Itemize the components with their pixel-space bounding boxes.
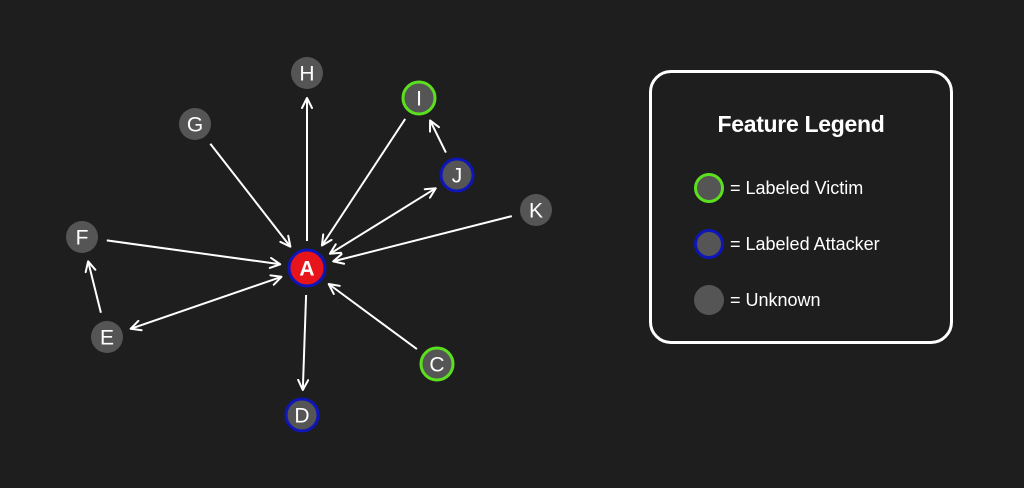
node-label-i: I: [416, 88, 422, 111]
edge-f-a: [106, 239, 282, 269]
node-circle-a: [287, 248, 327, 288]
node-g: G: [179, 108, 211, 140]
node-circle-g: [179, 108, 211, 140]
node-circle-h: [291, 57, 323, 89]
node-label-g: G: [187, 114, 203, 137]
attacker-swatch: [694, 229, 724, 259]
network-graph: A H I G J K F E C D: [66, 57, 552, 433]
legend-title: Feature Legend: [717, 111, 885, 137]
edge-a-d: [297, 294, 310, 391]
edge-i-a: [320, 118, 407, 247]
victim-swatch: [694, 173, 724, 203]
unknown-swatch: [694, 285, 724, 315]
edges-layer: [84, 97, 513, 391]
edge-e-f: [84, 260, 102, 313]
node-circle-e: [91, 321, 123, 353]
edge-a-e: [129, 274, 283, 332]
node-f: F: [66, 221, 98, 253]
node-label-c: C: [429, 354, 444, 377]
edge-k-a: [332, 215, 513, 265]
legend-item-victim: = Labeled Victim: [694, 171, 863, 205]
node-label-h: H: [299, 63, 314, 86]
edge-c-a: [327, 283, 418, 350]
legend-item-attacker: = Labeled Attacker: [694, 227, 880, 261]
node-k: K: [520, 194, 552, 226]
node-circle-k: [520, 194, 552, 226]
node-h: H: [291, 57, 323, 89]
node-circle-j: [439, 157, 475, 193]
edge-a-j: [328, 187, 437, 255]
node-a: A: [287, 248, 327, 288]
legend-label-unknown: = Unknown: [730, 289, 821, 310]
legend-label-attacker: = Labeled Attacker: [730, 233, 880, 254]
node-i: I: [401, 80, 437, 116]
node-label-e: E: [100, 327, 114, 350]
node-circle-f: [66, 221, 98, 253]
node-label-a: A: [299, 258, 314, 281]
node-label-d: D: [294, 405, 309, 428]
node-circle-i: [401, 80, 437, 116]
node-c: C: [419, 346, 455, 382]
feature-legend: Feature Legend = Labeled Victim = Labele…: [649, 70, 953, 344]
node-circle-d: [284, 397, 320, 433]
legend-item-unknown: = Unknown: [694, 283, 821, 317]
nodes-layer: A H I G J K F E C D: [66, 57, 552, 433]
node-e: E: [91, 321, 123, 353]
legend-label-victim: = Labeled Victim: [730, 177, 864, 198]
node-label-f: F: [76, 227, 89, 250]
node-circle-c: [419, 346, 455, 382]
edge-g-a: [209, 143, 292, 248]
node-d: D: [284, 397, 320, 433]
node-label-k: K: [529, 200, 543, 223]
node-j: J: [439, 157, 475, 193]
edge-j-i: [429, 119, 447, 154]
node-label-j: J: [452, 165, 463, 188]
